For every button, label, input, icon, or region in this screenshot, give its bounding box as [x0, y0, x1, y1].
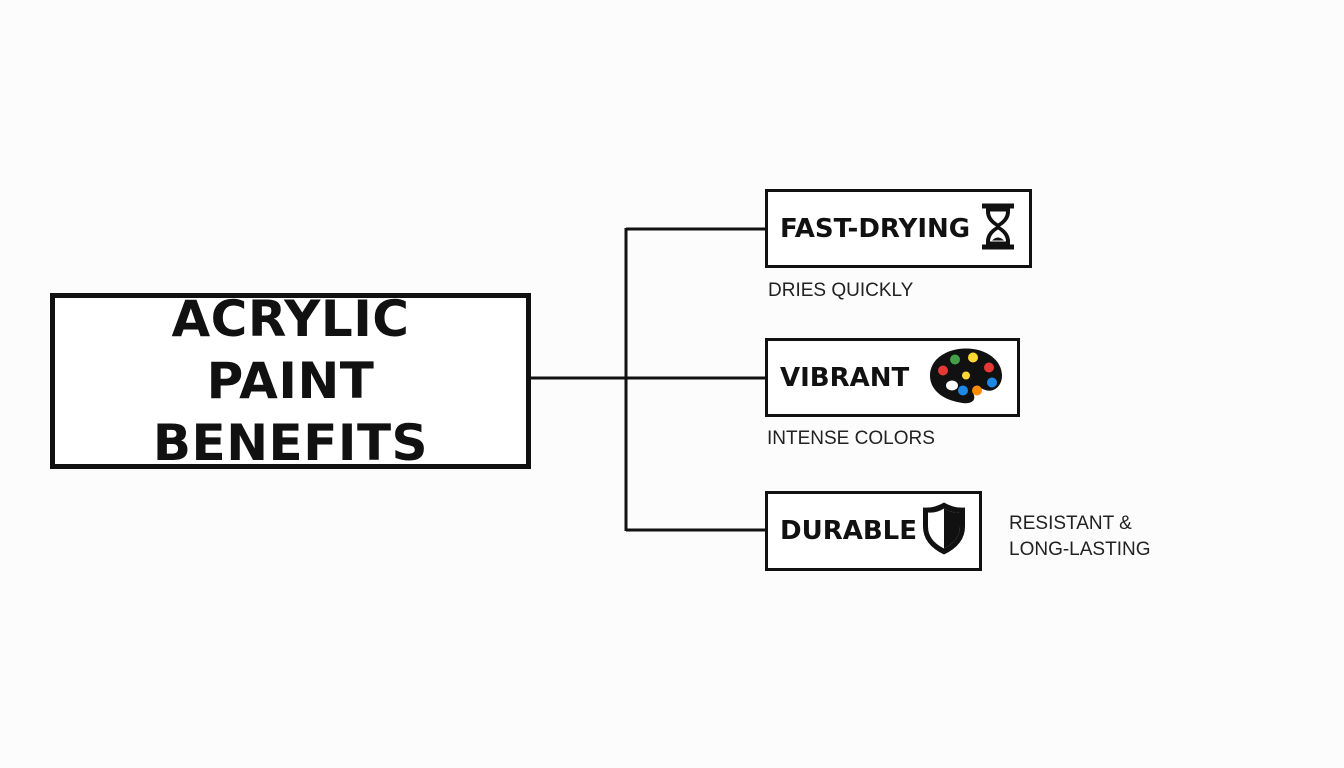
benefit-box-durable: DURABLE — [765, 491, 982, 571]
benefit-description-vibrant: INTENSE COLORS — [767, 428, 935, 449]
benefit-box-vibrant: VIBRANT — [765, 338, 1020, 417]
benefit-label-vibrant: VIBRANT — [780, 362, 910, 393]
benefit-box-fast-drying: FAST-DRYING — [765, 189, 1032, 268]
main-topic-box: ACRYLIC PAINT BENEFITS — [50, 290, 531, 472]
palette-icon — [928, 345, 1004, 410]
hourglass-icon — [980, 201, 1016, 256]
benefit-description-durable-line1: RESISTANT & — [1009, 513, 1132, 534]
benefit-label-fast-drying: FAST-DRYING — [780, 213, 971, 244]
benefit-description-durable-line2: LONG-LASTING — [1009, 539, 1151, 560]
main-title: ACRYLIC PAINT BENEFITS — [152, 290, 429, 472]
benefit-description-fast-drying: DRIES QUICKLY — [768, 280, 914, 301]
benefit-label-durable: DURABLE — [780, 516, 917, 546]
shield-icon — [921, 501, 967, 562]
benefit-description-durable: RESISTANT & LONG-LASTING — [1009, 511, 1150, 563]
